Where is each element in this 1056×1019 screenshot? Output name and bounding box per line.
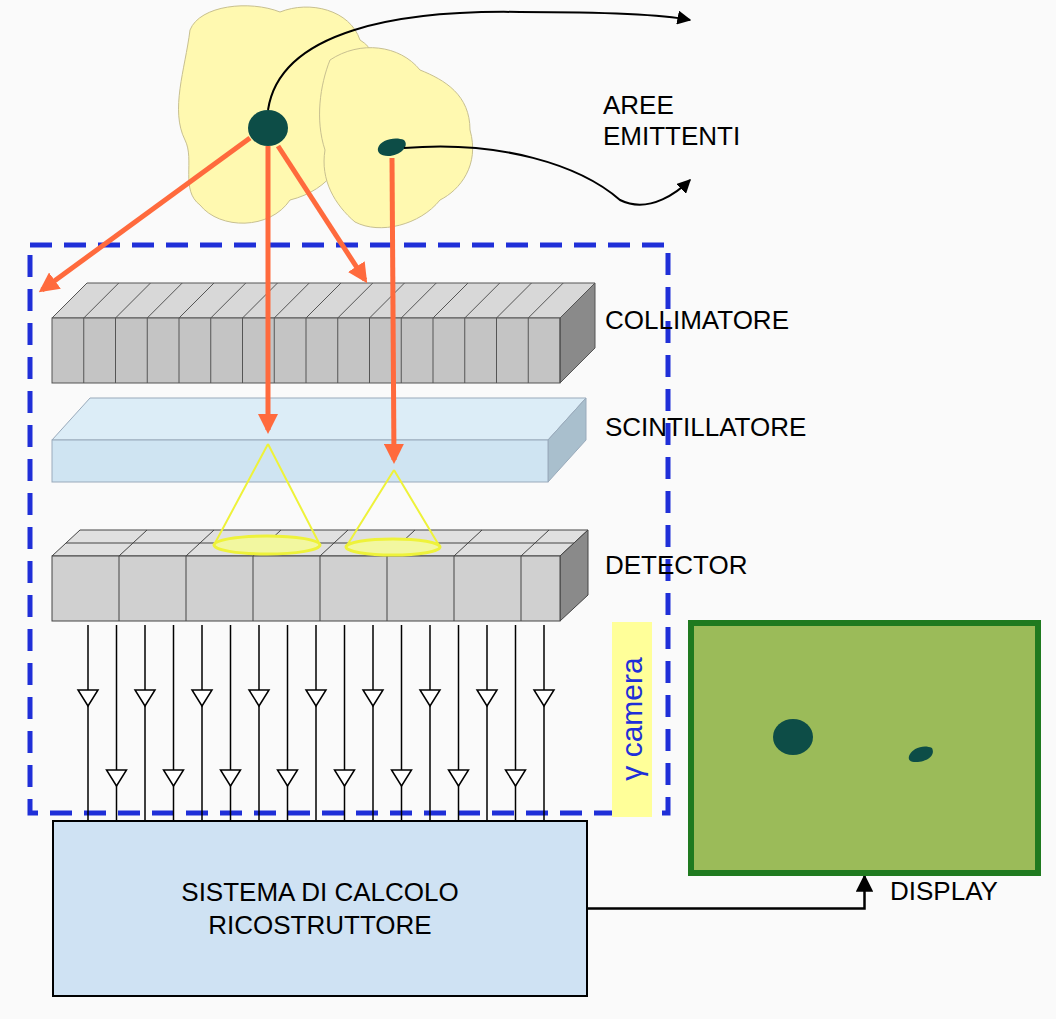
hot-spot (378, 138, 406, 156)
light-cone (214, 444, 440, 547)
organ-shape (320, 48, 473, 228)
display-image (694, 626, 1035, 870)
box-label: SISTEMA DI CALCOLO RICOSTRUTTORE (170, 876, 470, 941)
node-caption: DISPLAY (890, 876, 998, 907)
part-label: COLLIMATORE (605, 305, 789, 336)
collimator (52, 283, 595, 383)
light-spot (346, 539, 440, 555)
gamma-camera-region (30, 245, 668, 813)
scintillator (52, 398, 586, 482)
part-label: SCINTILLATORE (605, 412, 806, 443)
process-box: SISTEMA DI CALCOLO RICOSTRUTTORE (52, 820, 588, 997)
light-spot (214, 536, 320, 554)
gamma-ray (42, 138, 394, 460)
signal-arrow (588, 876, 865, 909)
hot-spot (248, 110, 288, 146)
label-patch (612, 622, 652, 817)
amplifier-array (78, 625, 554, 820)
display-screen: DISPLAY (688, 620, 1041, 876)
part-label: AREE EMITTENTI (603, 90, 803, 152)
region-label: γ camera (614, 657, 650, 780)
part-label: DETECTOR (605, 550, 748, 581)
detector (52, 530, 588, 621)
leader-line (404, 147, 690, 205)
